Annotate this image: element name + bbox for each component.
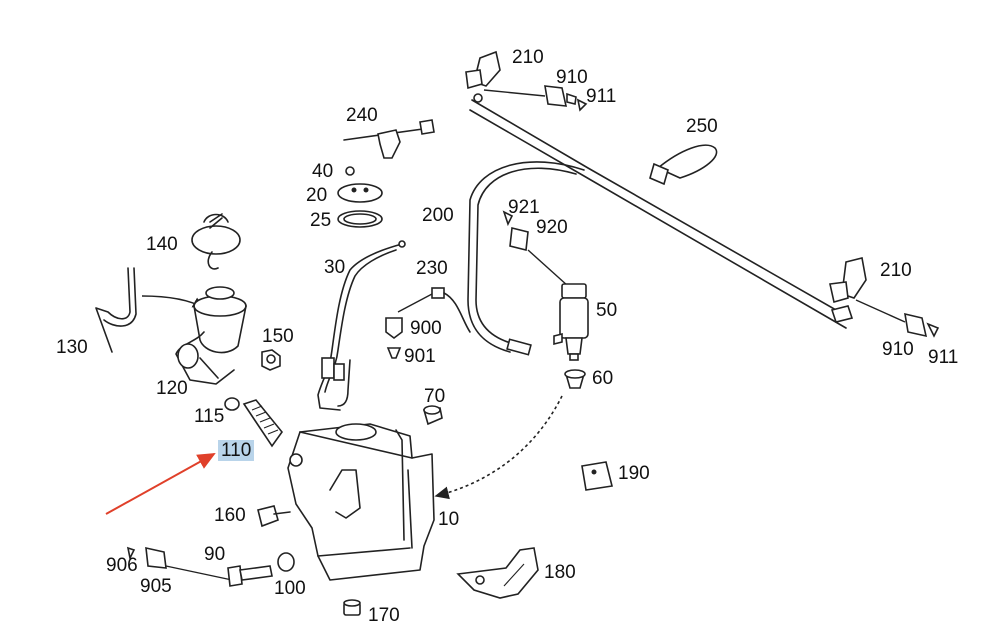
assembly-arrow-60 bbox=[434, 395, 563, 500]
label-210-upper: 210 bbox=[512, 47, 544, 68]
label-30: 30 bbox=[324, 257, 346, 278]
nozzle-210-lower bbox=[829, 257, 940, 338]
label-180: 180 bbox=[544, 562, 576, 583]
parts-90-905-906-100 bbox=[126, 546, 295, 587]
annotation-arrow bbox=[105, 453, 216, 515]
label-250: 250 bbox=[686, 116, 718, 137]
label-70: 70 bbox=[424, 386, 446, 407]
label-200: 200 bbox=[422, 205, 454, 226]
filler-neck-120 bbox=[175, 286, 247, 385]
label-911-upper: 911 bbox=[586, 86, 617, 107]
nut-150 bbox=[261, 349, 281, 371]
bracket-190 bbox=[581, 461, 613, 491]
label-911-lower: 911 bbox=[928, 347, 959, 368]
label-190: 190 bbox=[618, 463, 650, 484]
parts-115-110 bbox=[224, 397, 284, 448]
clip-240 bbox=[343, 119, 435, 159]
parts-40-20-25 bbox=[337, 166, 383, 228]
label-10: 10 bbox=[438, 509, 460, 530]
screw-160 bbox=[257, 505, 291, 528]
label-50: 50 bbox=[596, 300, 618, 321]
label-910-upper: 910 bbox=[556, 67, 588, 88]
label-921: 921 bbox=[508, 197, 540, 218]
label-130: 130 bbox=[56, 337, 88, 358]
label-905: 905 bbox=[140, 576, 172, 597]
label-160: 160 bbox=[214, 505, 246, 526]
label-110-highlighted: 110 bbox=[218, 440, 255, 461]
part-170 bbox=[343, 599, 361, 616]
cap-140 bbox=[191, 213, 241, 270]
grommet-60 bbox=[564, 369, 586, 389]
label-240: 240 bbox=[346, 105, 378, 126]
label-910-lower: 910 bbox=[882, 339, 914, 360]
connector-230 bbox=[385, 287, 471, 359]
label-120: 120 bbox=[156, 378, 188, 399]
label-60: 60 bbox=[592, 368, 614, 389]
label-230: 230 bbox=[416, 258, 448, 279]
cable-tie-250 bbox=[649, 144, 718, 186]
label-170: 170 bbox=[368, 605, 400, 626]
label-906: 906 bbox=[106, 555, 138, 576]
hose-130 bbox=[95, 267, 206, 353]
label-40: 40 bbox=[312, 161, 334, 182]
hose-200 bbox=[467, 99, 851, 356]
label-920: 920 bbox=[536, 217, 568, 238]
tank-10 bbox=[287, 423, 435, 581]
label-210-lower: 210 bbox=[880, 260, 912, 281]
label-25: 25 bbox=[310, 210, 332, 231]
label-115: 115 bbox=[194, 406, 225, 427]
plug-70 bbox=[422, 405, 443, 426]
label-20: 20 bbox=[306, 185, 328, 206]
connector-920 bbox=[502, 210, 569, 287]
label-90: 90 bbox=[204, 544, 226, 565]
pump-50 bbox=[553, 283, 589, 361]
label-901: 901 bbox=[404, 346, 436, 367]
label-100: 100 bbox=[274, 578, 306, 599]
nozzle-210-upper bbox=[465, 50, 546, 103]
label-900: 900 bbox=[410, 318, 442, 339]
connector-910-upper bbox=[544, 85, 588, 112]
label-150: 150 bbox=[262, 326, 294, 347]
wiring-30 bbox=[317, 240, 406, 411]
label-140: 140 bbox=[146, 234, 178, 255]
bracket-180 bbox=[456, 547, 539, 599]
